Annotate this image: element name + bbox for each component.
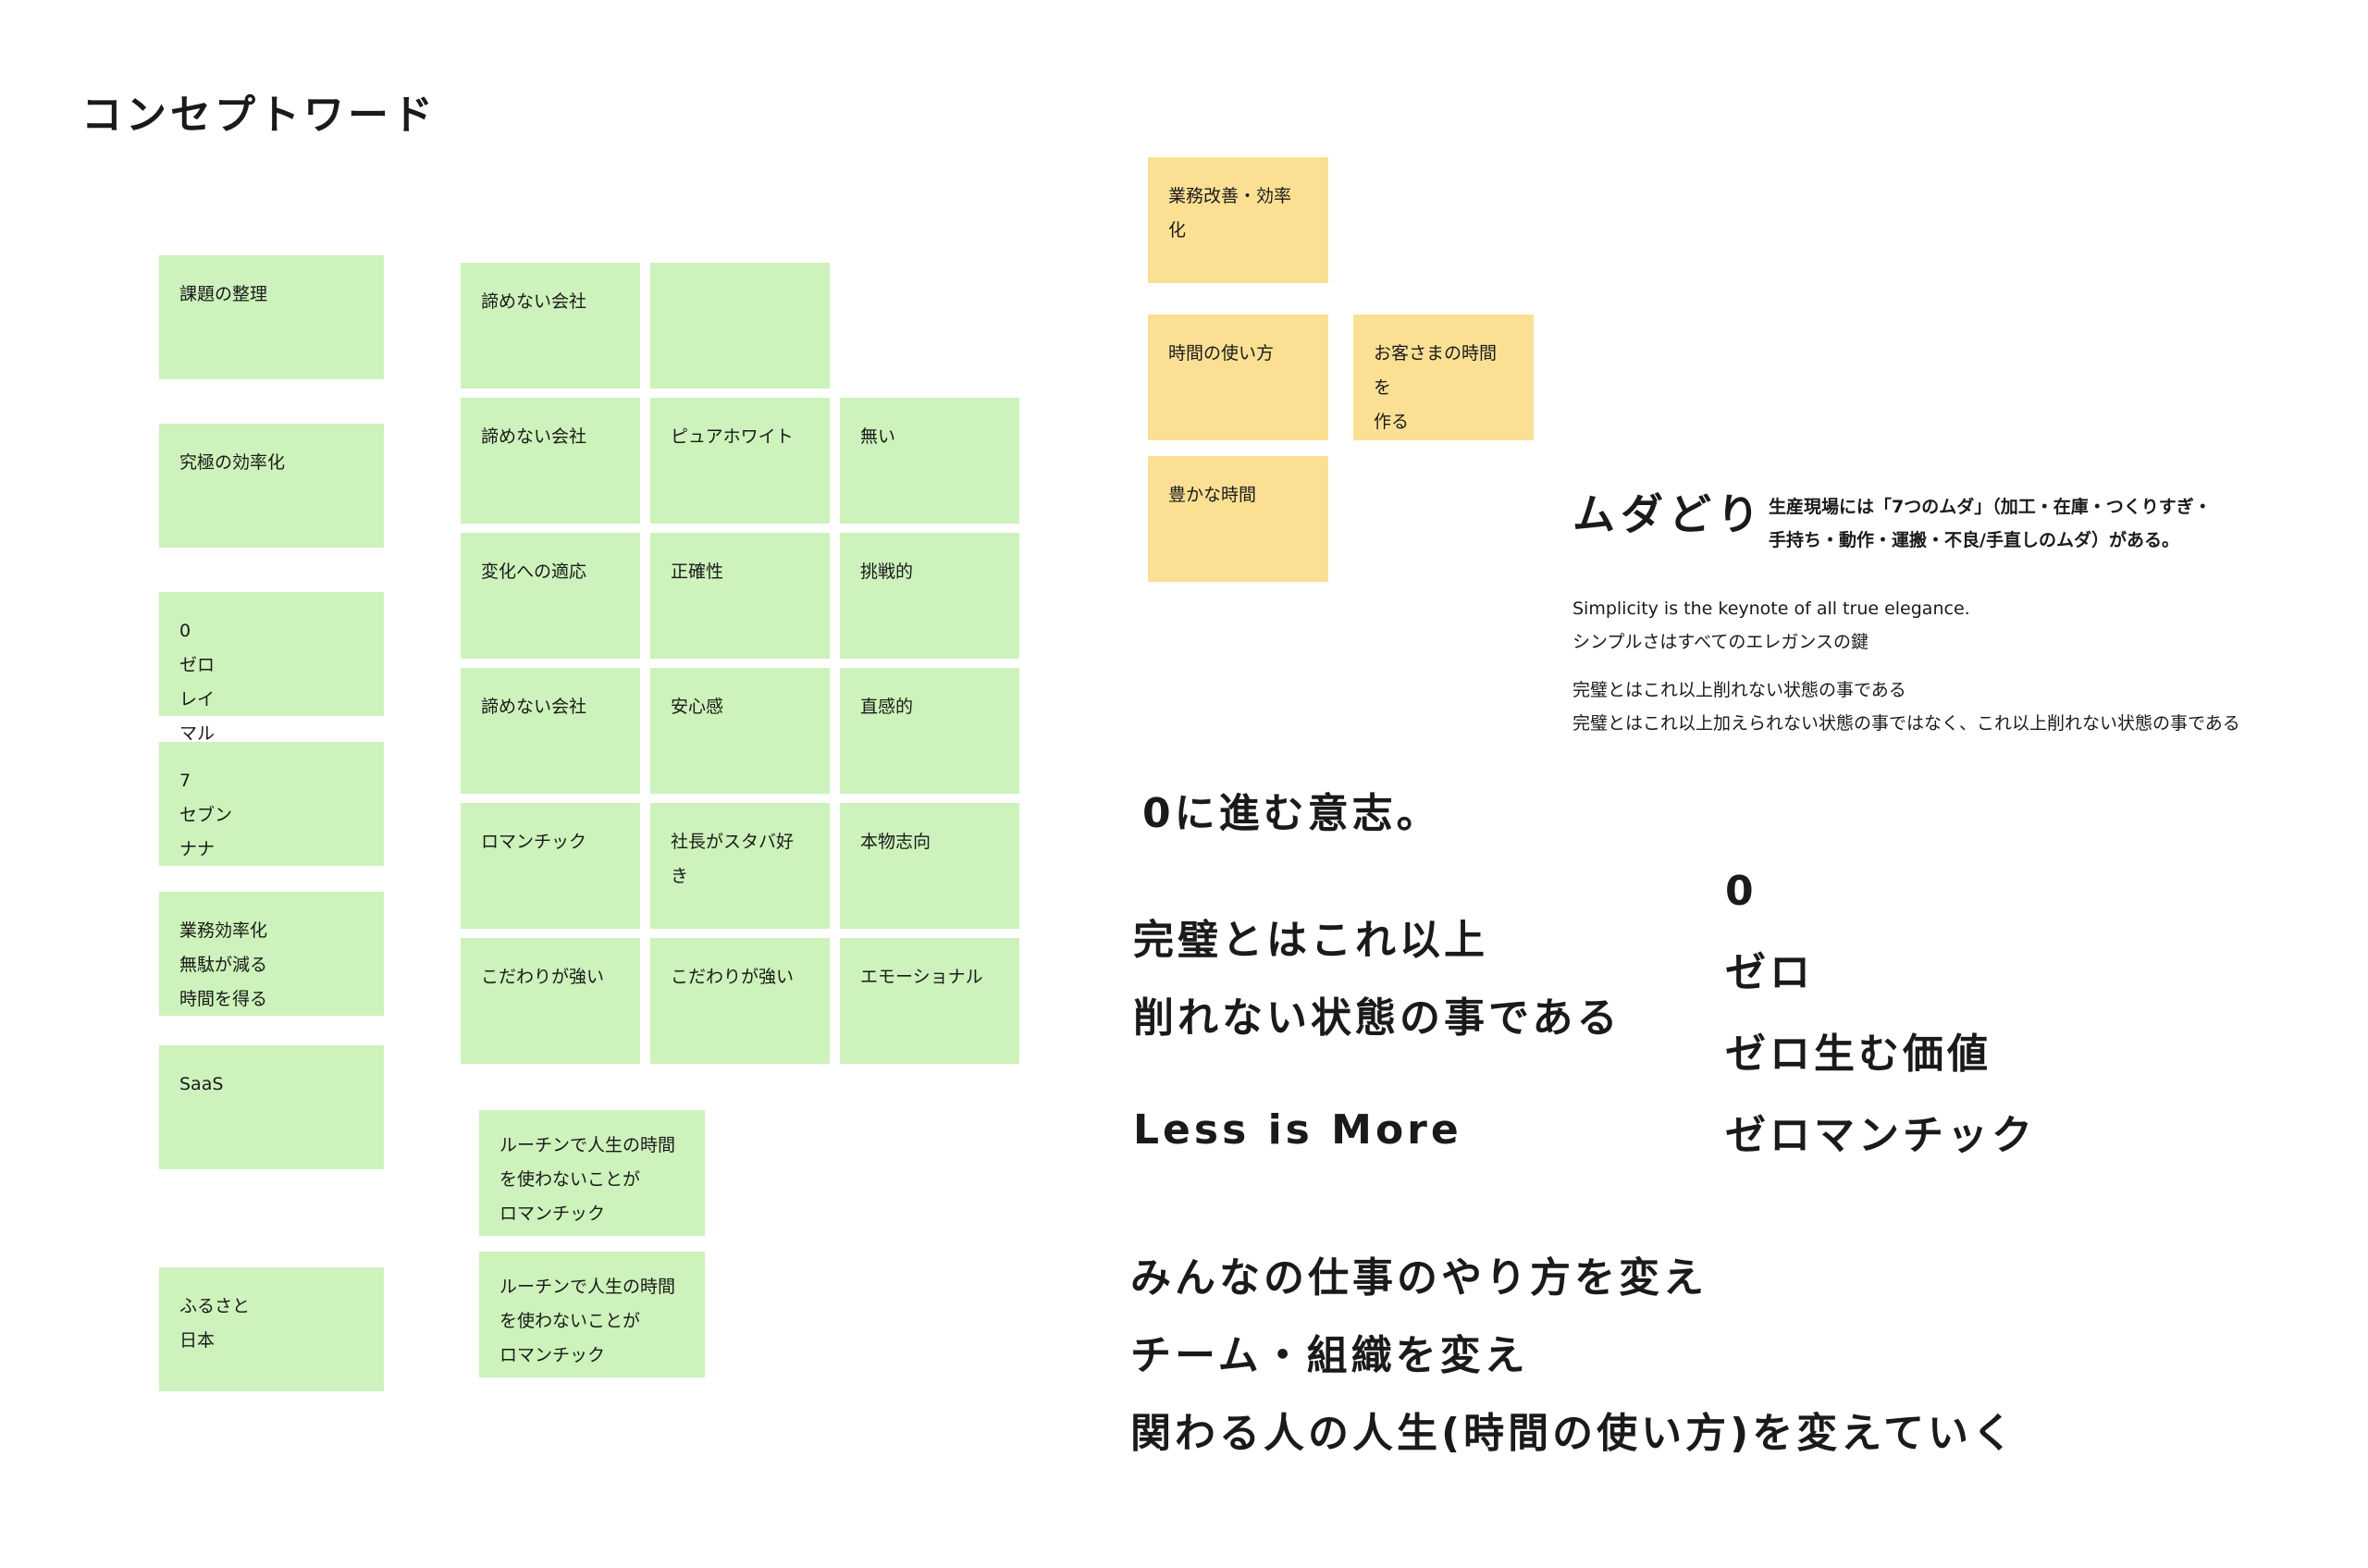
muda-title: ムダどり <box>1572 489 1765 539</box>
sticky-note[interactable]: 直感的 <box>840 668 1019 794</box>
sticky-note[interactable]: 変化への適応 <box>461 533 640 659</box>
note-text: ピュアホワイト <box>671 426 794 447</box>
zero-will-statement: 0に進む意志。 <box>1142 790 1441 837</box>
note-text: 業務改善・効率化 <box>1168 186 1292 241</box>
note-text: 諦めない会社 <box>481 291 587 312</box>
note-text: 時間の使い方 <box>1168 343 1275 364</box>
note-text: 変化への適応 <box>481 562 587 582</box>
muda-description: 生産現場には「7つのムダ」（加工・在庫・つくりすぎ・ 手持ち・動作・運搬・不良/… <box>1769 497 2212 550</box>
sticky-note[interactable]: 諦めない会社 <box>461 668 640 794</box>
note-text: 究極の効率化 <box>179 452 286 473</box>
note-text: 豊かな時間 <box>1168 485 1257 505</box>
note-text: SaaS <box>179 1074 224 1094</box>
note-text: 課題の整理 <box>179 284 268 304</box>
sticky-note[interactable]: ピュアホワイト <box>650 398 830 524</box>
note-text: こだわりが強い <box>671 967 795 987</box>
sticky-note-empty[interactable] <box>650 263 830 389</box>
sticky-note[interactable]: こだわりが強い <box>461 938 640 1064</box>
sticky-note[interactable]: 挑戦的 <box>840 533 1019 659</box>
simplicity-quote: Simplicity is the keynote of all true el… <box>1572 599 1970 652</box>
sticky-note[interactable]: 7 セブン ナナ <box>159 742 384 866</box>
note-text: エモーショナル <box>860 967 983 987</box>
note-text: 挑戦的 <box>860 562 914 582</box>
note-text: 正確性 <box>671 562 724 582</box>
note-text: ルーチンで人生の時間 を使わないことが ロマンチック <box>500 1135 676 1224</box>
sticky-note-yellow[interactable]: 時間の使い方 <box>1148 315 1328 440</box>
sticky-note[interactable]: 無い <box>840 398 1019 524</box>
sticky-note[interactable]: 業務効率化 無駄が減る 時間を得る <box>159 892 384 1016</box>
note-text: こだわりが強い <box>481 967 605 987</box>
sticky-note[interactable]: 社長がスタバ好き <box>650 803 830 929</box>
note-text: 7 セブン ナナ <box>179 771 233 859</box>
perfection-statement: 完璧とはこれ以上 削れない状態の事である <box>1133 917 1622 1042</box>
sticky-note[interactable]: SaaS <box>159 1045 384 1169</box>
sticky-note-yellow[interactable]: お客さまの時間を 作る <box>1353 315 1534 440</box>
sticky-note[interactable]: ルーチンで人生の時間 を使わないことが ロマンチック <box>479 1252 705 1377</box>
sticky-note[interactable]: 安心感 <box>650 668 830 794</box>
note-text: 無い <box>860 426 896 447</box>
sticky-note-yellow[interactable]: 豊かな時間 <box>1148 456 1328 582</box>
sticky-note[interactable]: エモーショナル <box>840 938 1019 1064</box>
note-text: 安心感 <box>671 697 724 717</box>
note-text: ふるさと 日本 <box>179 1296 251 1351</box>
change-statement: みんなの仕事のやり方を変え チーム・組織を変え 関わる人の人生(時間の使い方)を… <box>1130 1254 2017 1457</box>
page-title: コンセプトワード <box>81 92 437 139</box>
note-text: 本物志向 <box>860 832 931 852</box>
sticky-note[interactable]: 本物志向 <box>840 803 1019 929</box>
sticky-note[interactable]: 0 ゼロ レイ マル <box>159 592 384 744</box>
perfection-quote: 完璧とはこれ以上削れない状態の事である 完璧とはこれ以上加えられない状態の事では… <box>1572 680 2240 734</box>
sticky-note[interactable]: 諦めない会社 <box>461 398 640 524</box>
sticky-note[interactable]: 究極の効率化 <box>159 424 384 548</box>
note-text: 諦めない会社 <box>481 426 587 447</box>
sticky-note[interactable]: ふるさと 日本 <box>159 1267 384 1391</box>
zero-words: 0 ゼロ ゼロ生む価値 ゼロマンチック <box>1725 868 2036 1159</box>
note-text: 直感的 <box>860 697 914 717</box>
sticky-note[interactable]: ルーチンで人生の時間 を使わないことが ロマンチック <box>479 1110 705 1236</box>
note-text: お客さまの時間を 作る <box>1374 343 1498 432</box>
note-text: ロマンチック <box>481 832 587 852</box>
sticky-note[interactable]: 諦めない会社 <box>461 263 640 389</box>
note-text: 0 ゼロ レイ マル <box>179 621 216 744</box>
note-text: ルーチンで人生の時間 を使わないことが ロマンチック <box>500 1277 676 1365</box>
sticky-note[interactable]: 課題の整理 <box>159 255 384 379</box>
sticky-note[interactable]: 正確性 <box>650 533 830 659</box>
note-text: 諦めない会社 <box>481 697 587 717</box>
less-is-more-statement: Less is More <box>1133 1106 1462 1154</box>
sticky-note[interactable]: こだわりが強い <box>650 938 830 1064</box>
note-text: 社長がスタバ好き <box>671 832 795 886</box>
sticky-note[interactable]: ロマンチック <box>461 803 640 929</box>
note-text: 業務効率化 無駄が減る 時間を得る <box>179 920 268 1009</box>
sticky-note-yellow[interactable]: 業務改善・効率化 <box>1148 157 1328 283</box>
